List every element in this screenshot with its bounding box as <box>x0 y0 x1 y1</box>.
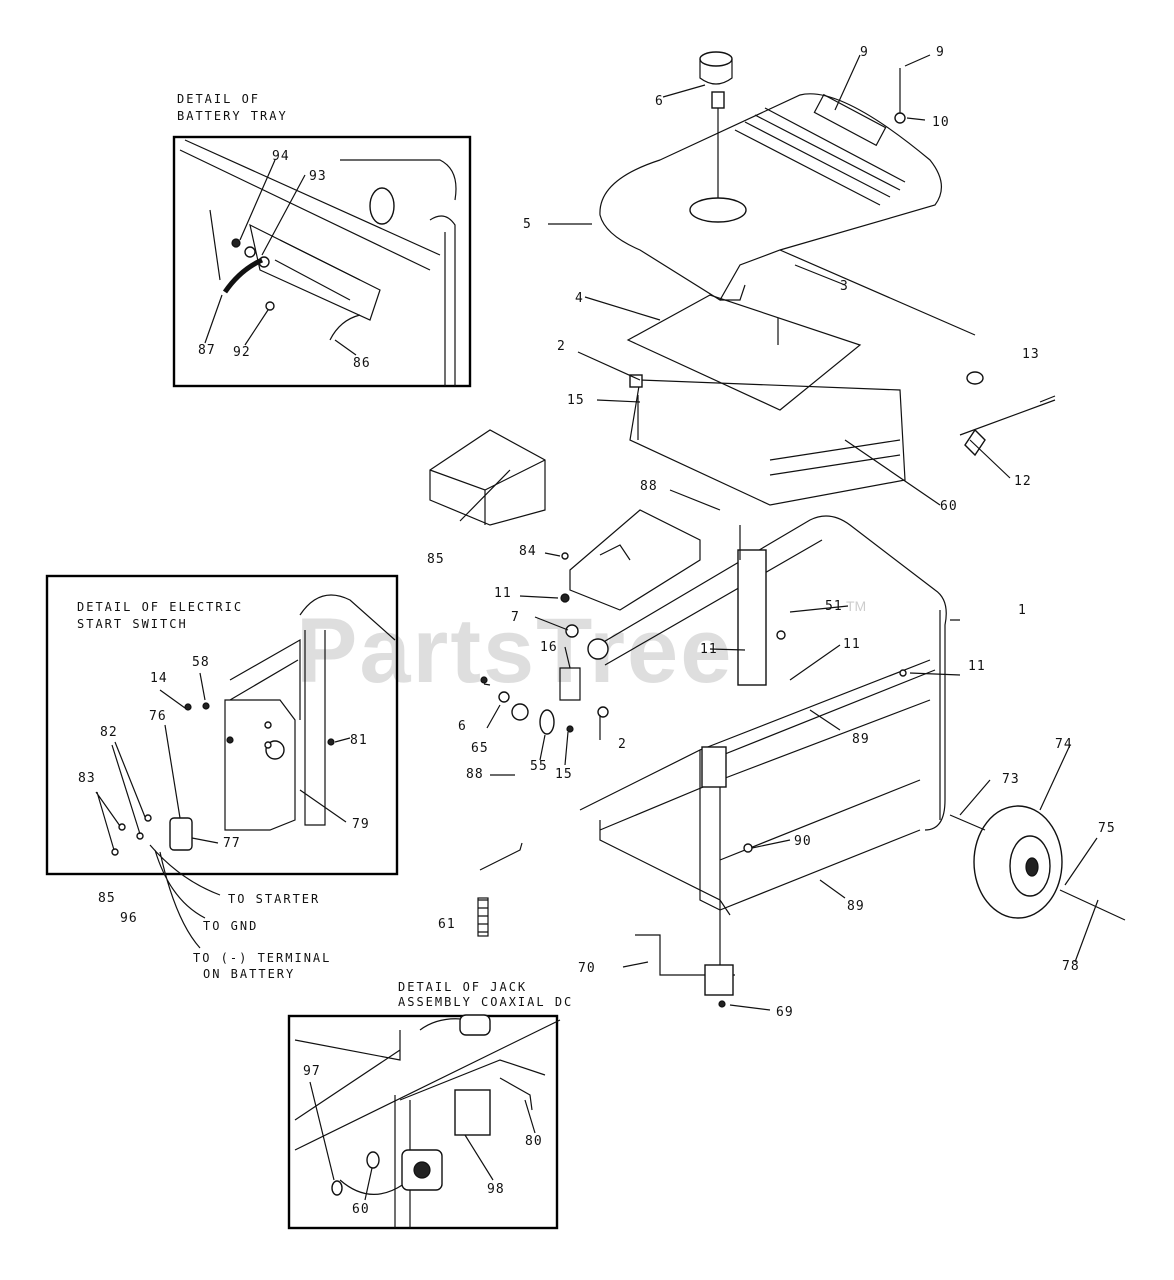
part-label-89b: 89 <box>847 899 865 914</box>
part-label-81: 81 <box>350 733 368 748</box>
part-label-11d: 11 <box>968 659 986 674</box>
part-label-61: 61 <box>438 917 456 932</box>
part-label-14: 14 <box>150 671 168 686</box>
part-label-79: 79 <box>352 817 370 832</box>
part-label-10: 10 <box>932 115 950 130</box>
part-label-97: 97 <box>303 1064 321 1079</box>
note-to-terminal-1: TO (-) TERMINAL <box>193 951 331 965</box>
part-label-58: 58 <box>192 655 210 670</box>
part-label-96: 96 <box>120 911 138 926</box>
watermark-tm: TM <box>846 598 866 614</box>
part-label-11c: 11 <box>843 637 861 652</box>
part-labels: 9 9 6 10 5 3 4 2 13 15 12 60 85 88 84 11… <box>427 45 1116 1020</box>
part-label-89a: 89 <box>852 732 870 747</box>
part-label-85: 85 <box>427 552 445 567</box>
part-label-74: 74 <box>1055 737 1073 752</box>
part-label-9a: 9 <box>860 45 869 60</box>
part-label-4: 4 <box>575 291 584 306</box>
part-label-11a: 11 <box>494 586 512 601</box>
part-label-92: 92 <box>233 345 251 360</box>
part-label-85s: 85 <box>98 891 116 906</box>
part-label-60b: 60 <box>352 1202 370 1217</box>
part-label-51: 51 <box>825 599 843 614</box>
part-label-75: 75 <box>1098 821 1116 836</box>
part-label-6a: 6 <box>655 94 664 109</box>
part-label-60a: 60 <box>940 499 958 514</box>
detail-switch-title-1: DETAIL OF ELECTRIC <box>77 600 243 614</box>
part-label-69: 69 <box>776 1005 794 1020</box>
part-label-83: 83 <box>78 771 96 786</box>
part-label-65: 65 <box>471 741 489 756</box>
part-label-78: 78 <box>1062 959 1080 974</box>
part-label-5: 5 <box>523 217 532 232</box>
detail-battery-tray: DETAIL OF BATTERY TRAY 94 93 87 92 86 <box>172 92 472 388</box>
part-label-55: 55 <box>530 759 548 774</box>
part-label-15a: 15 <box>567 393 585 408</box>
part-label-9b: 9 <box>936 45 945 60</box>
part-label-76: 76 <box>149 709 167 724</box>
detail-jack-title-1: DETAIL OF JACK <box>398 980 527 994</box>
detail-start-switch: DETAIL OF ELECTRIC START SWITCH 14 58 76… <box>45 574 399 949</box>
part-label-13: 13 <box>1022 347 1040 362</box>
note-to-terminal-2: ON BATTERY <box>203 967 295 981</box>
part-label-82: 82 <box>100 725 118 740</box>
part-label-98: 98 <box>487 1182 505 1197</box>
part-label-70: 70 <box>578 961 596 976</box>
part-label-77: 77 <box>223 836 241 851</box>
part-label-3: 3 <box>840 279 849 294</box>
part-label-93: 93 <box>309 169 327 184</box>
part-label-88a: 88 <box>640 479 658 494</box>
part-label-84: 84 <box>519 544 537 559</box>
part-label-16: 16 <box>540 640 558 655</box>
main-assembly <box>429 51 1126 1011</box>
detail-jack-assembly: DETAIL OF JACK ASSEMBLY COAXIAL DC 97 80… <box>287 980 573 1230</box>
part-label-73: 73 <box>1002 772 1020 787</box>
part-label-1: 1 <box>1018 603 1027 618</box>
part-label-2a: 2 <box>557 339 566 354</box>
note-to-starter: TO STARTER <box>228 892 320 906</box>
part-label-2b: 2 <box>618 737 627 752</box>
detail-battery-tray-title-2: BATTERY TRAY <box>177 109 288 123</box>
detail-switch-title-2: START SWITCH <box>77 617 188 631</box>
note-to-gnd: TO GND <box>203 919 258 933</box>
part-label-11b: 11 <box>700 642 718 657</box>
part-label-94: 94 <box>272 149 290 164</box>
detail-jack-title-2: ASSEMBLY COAXIAL DC <box>398 995 573 1009</box>
part-label-6b: 6 <box>458 719 467 734</box>
part-label-87: 87 <box>198 343 216 358</box>
part-label-12: 12 <box>1014 474 1032 489</box>
part-label-88b: 88 <box>466 767 484 782</box>
part-label-90: 90 <box>794 834 812 849</box>
part-label-80b: 80 <box>525 1134 543 1149</box>
part-label-15b: 15 <box>555 767 573 782</box>
part-label-7: 7 <box>511 610 520 625</box>
part-label-86: 86 <box>353 356 371 371</box>
detail-battery-tray-title-1: DETAIL OF <box>177 92 260 106</box>
